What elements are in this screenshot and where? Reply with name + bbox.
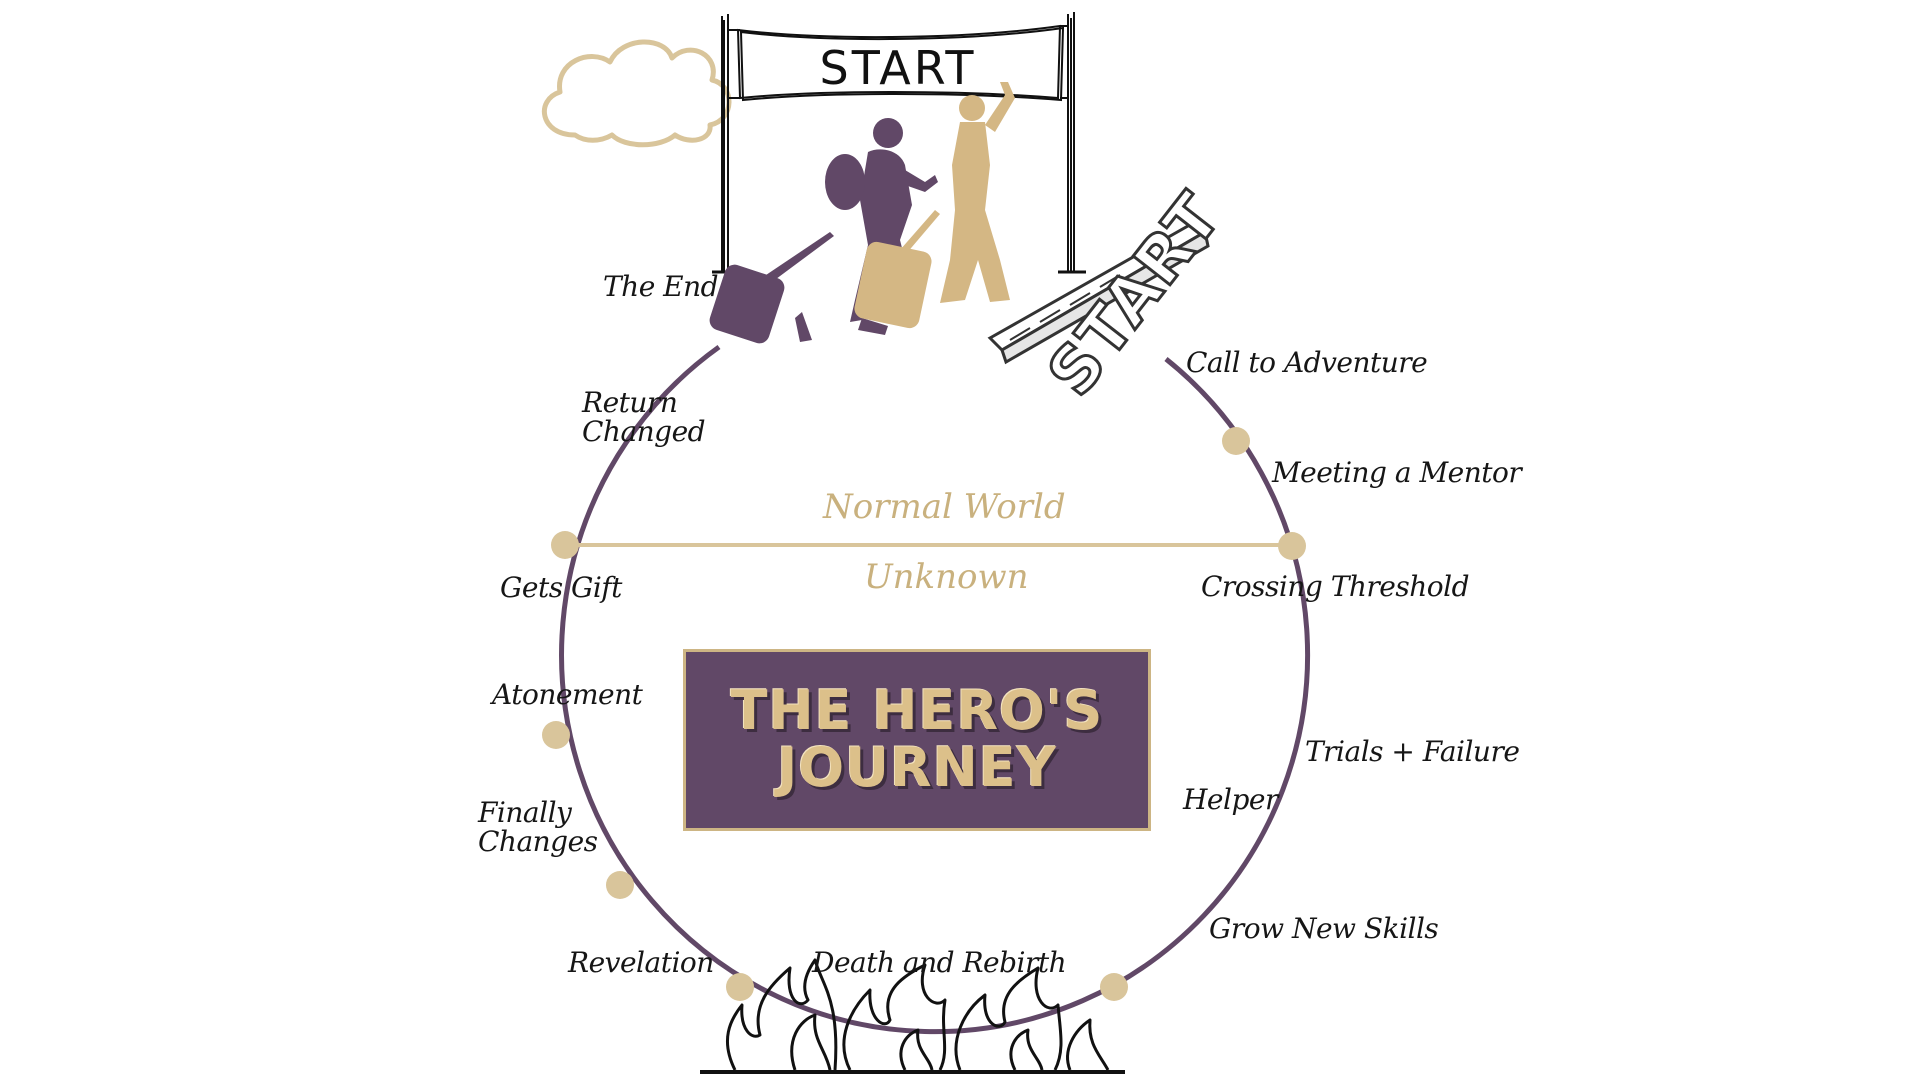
stage-label-gets-gift: Gets Gift: [500, 571, 622, 604]
title-line-2: JOURNEY: [777, 736, 1057, 799]
node-finally-changes: [606, 871, 634, 899]
node-grow-skills: [1100, 973, 1128, 1001]
banner-text: START: [820, 41, 977, 95]
node-atonement: [542, 721, 570, 749]
cloud-icon: [541, 39, 732, 148]
node-crossing-threshold: [1278, 532, 1306, 560]
node-revelation: [726, 973, 754, 1001]
stage-label-meeting-mentor: Meeting a Mentor: [1272, 456, 1522, 489]
stage-nodes: [542, 427, 1306, 1001]
title-line-1: THE HERO'S: [730, 679, 1104, 743]
stage-label-the-end: The End: [603, 270, 719, 303]
start-block-icon: [987, 220, 1210, 365]
stage-label-finally-changes: Finally Changes: [478, 796, 598, 859]
banner-icon: [712, 12, 1086, 274]
normal-world-label: Normal World: [823, 487, 1066, 527]
stage-label-call-to-adventure: Call to Adventure: [1186, 346, 1428, 379]
stage-label-atonement: Atonement: [492, 678, 643, 711]
fire-icon: [700, 958, 1125, 1074]
node-gets-gift: [551, 531, 579, 559]
stage-label-death-rebirth: Death and Rebirth: [812, 946, 1067, 979]
stage-label-grow-new-skills: Grow New Skills: [1209, 912, 1439, 945]
unknown-label: Unknown: [864, 557, 1029, 597]
stage-label-helper: Helper: [1183, 783, 1278, 816]
node-meeting-mentor: [1222, 427, 1250, 455]
stage-label-crossing-threshold: Crossing Threshold: [1201, 570, 1470, 603]
stage-label-trials-failure: Trials + Failure: [1305, 735, 1520, 768]
stage-label-return-changed: Return Changed: [582, 386, 706, 449]
stage-label-revelation: Revelation: [568, 946, 714, 979]
title-box: THE HERO'S JOURNEY: [683, 649, 1151, 831]
journey-circle: [559, 344, 1311, 1035]
traveler-icon: [709, 82, 1015, 344]
